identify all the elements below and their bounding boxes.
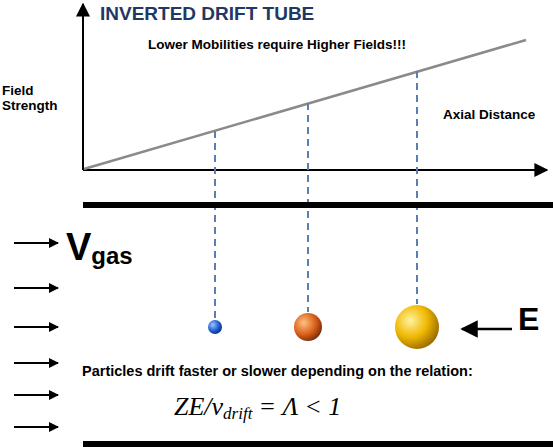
gas-flow-arrows: [14, 243, 58, 427]
field-arrow: [462, 328, 512, 331]
small-ion: [208, 320, 222, 334]
large-ion: [395, 305, 439, 349]
field-line: [84, 40, 526, 169]
medium-ion: [294, 313, 322, 341]
equation-subscript: drift: [223, 404, 252, 423]
velocity-symbol: V: [66, 226, 91, 268]
label-group: Vgas: [66, 226, 133, 270]
axis-label: Field Strength: [2, 84, 78, 114]
equation-part: = Λ < 1: [258, 392, 341, 421]
tube-wall: [83, 202, 553, 208]
tube-wall: [83, 441, 553, 447]
field-symbol: E: [518, 302, 539, 337]
equation-part: ZE/v: [174, 392, 223, 421]
axis-label: Axial Distance: [443, 108, 535, 123]
velocity-subscript: gas: [91, 242, 132, 269]
dashed-guides: [215, 71, 417, 318]
diagram-title: INVERTED DRIFT TUBE: [100, 4, 314, 25]
label-group: ZE/vdrift = Λ < 1: [174, 392, 341, 424]
plot-note: Lower Mobilities require Higher Fields!!…: [148, 38, 406, 53]
relation-note: Particles drift faster or slower dependi…: [82, 364, 473, 380]
plot-axes: [83, 4, 547, 170]
